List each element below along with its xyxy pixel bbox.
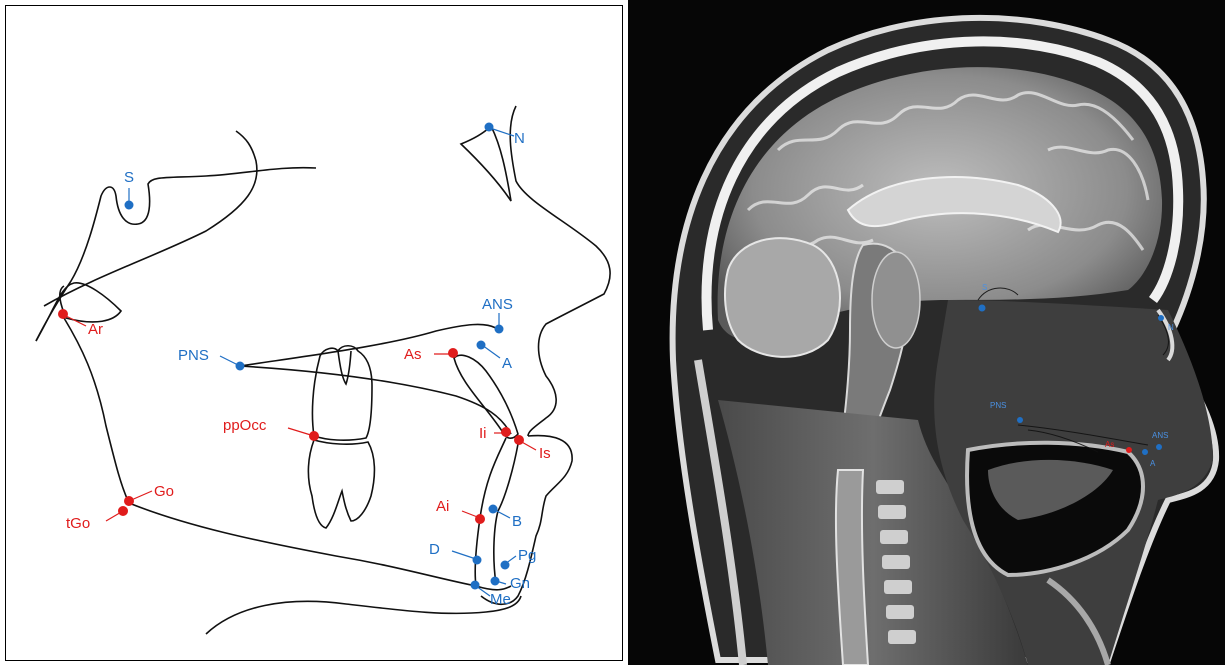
mri-label-As: As: [1105, 440, 1114, 449]
landmark-leaders: [64, 128, 536, 596]
anterior-cranial-base: [44, 131, 257, 306]
mri-landmark-As-dot: [1126, 447, 1132, 453]
mri-label-A: A: [1150, 459, 1156, 468]
landmark-Pg-dot: [501, 561, 510, 570]
mandibular-border: [129, 503, 511, 590]
landmark-ANS-dot: [495, 325, 504, 334]
landmark-Me-dot: [471, 581, 480, 590]
label-Go: Go: [154, 483, 174, 500]
sella-outline: [36, 168, 316, 341]
landmark-S-dot: [125, 201, 134, 210]
landmark-ppOcc-dot: [309, 431, 319, 441]
label-tGo: tGo: [66, 515, 90, 532]
upper-molar: [312, 346, 372, 440]
label-Pg: Pg: [518, 547, 536, 564]
label-A: A: [502, 355, 512, 372]
landmark-A-dot: [477, 341, 486, 350]
label-Me: Me: [490, 591, 511, 608]
mri-label-S: S: [982, 283, 987, 292]
mri-label-ANS: ANS: [1152, 431, 1168, 440]
mri-label-N: N: [1168, 323, 1174, 332]
landmark-Ii-dot: [501, 427, 511, 437]
ramus: [64, 318, 129, 503]
mri-landmark-PNS-dot: [1017, 417, 1023, 423]
label-Ai: Ai: [436, 498, 449, 515]
mri-landmark-S-dot: [979, 305, 986, 312]
lower-incisor: [475, 438, 518, 586]
landmark-As-dot: [448, 348, 458, 358]
condyle: [36, 283, 121, 341]
cephalometric-tracing-panel: S N ANS A PNS Ar As ppOcc Ii Is Go tGo A…: [5, 5, 623, 661]
landmark-Is-dot: [514, 435, 524, 445]
landmark-B-dot: [489, 505, 498, 514]
mri-landmark-N-dot: [1158, 315, 1164, 321]
submental-soft-tissue: [206, 596, 521, 634]
landmark-Ar-dot: [58, 309, 68, 319]
label-Ii: Ii: [479, 425, 487, 442]
mri-svg: S N PNS ANS As A: [628, 0, 1225, 665]
mri-landmark-A-dot: [1142, 449, 1148, 455]
lower-molar: [308, 440, 374, 528]
label-B: B: [512, 513, 522, 530]
tracing-svg: S N ANS A PNS Ar As ppOcc Ii Is Go tGo A…: [6, 6, 624, 662]
landmark-tGo-dot: [118, 506, 128, 516]
landmark-dots: [58, 123, 524, 590]
landmark-Ai-dot: [475, 514, 485, 524]
landmark-D-dot: [473, 556, 482, 565]
landmark-PNS-dot: [236, 362, 245, 371]
label-As: As: [404, 346, 422, 363]
cerebellum: [725, 238, 840, 357]
label-Is: Is: [539, 445, 551, 462]
label-Gn: Gn: [510, 575, 530, 592]
label-D: D: [429, 541, 440, 558]
pons: [872, 252, 920, 348]
landmark-Go-dot: [124, 496, 134, 506]
label-S: S: [124, 169, 134, 186]
landmark-Gn-dot: [491, 577, 500, 586]
mri-label-PNS: PNS: [990, 401, 1006, 410]
label-ANS: ANS: [482, 296, 513, 313]
soft-tissue-profile: [510, 106, 610, 436]
nasal-bone: [461, 126, 511, 201]
label-PNS: PNS: [178, 347, 209, 364]
label-ppOcc: ppOcc: [223, 417, 267, 434]
palatal-plane: [240, 324, 511, 434]
mri-sagittal-panel: S N PNS ANS As A: [628, 0, 1225, 665]
mri-landmark-ANS-dot: [1156, 444, 1162, 450]
landmark-N-dot: [485, 123, 494, 132]
label-Ar: Ar: [88, 321, 103, 338]
label-N: N: [514, 130, 525, 147]
